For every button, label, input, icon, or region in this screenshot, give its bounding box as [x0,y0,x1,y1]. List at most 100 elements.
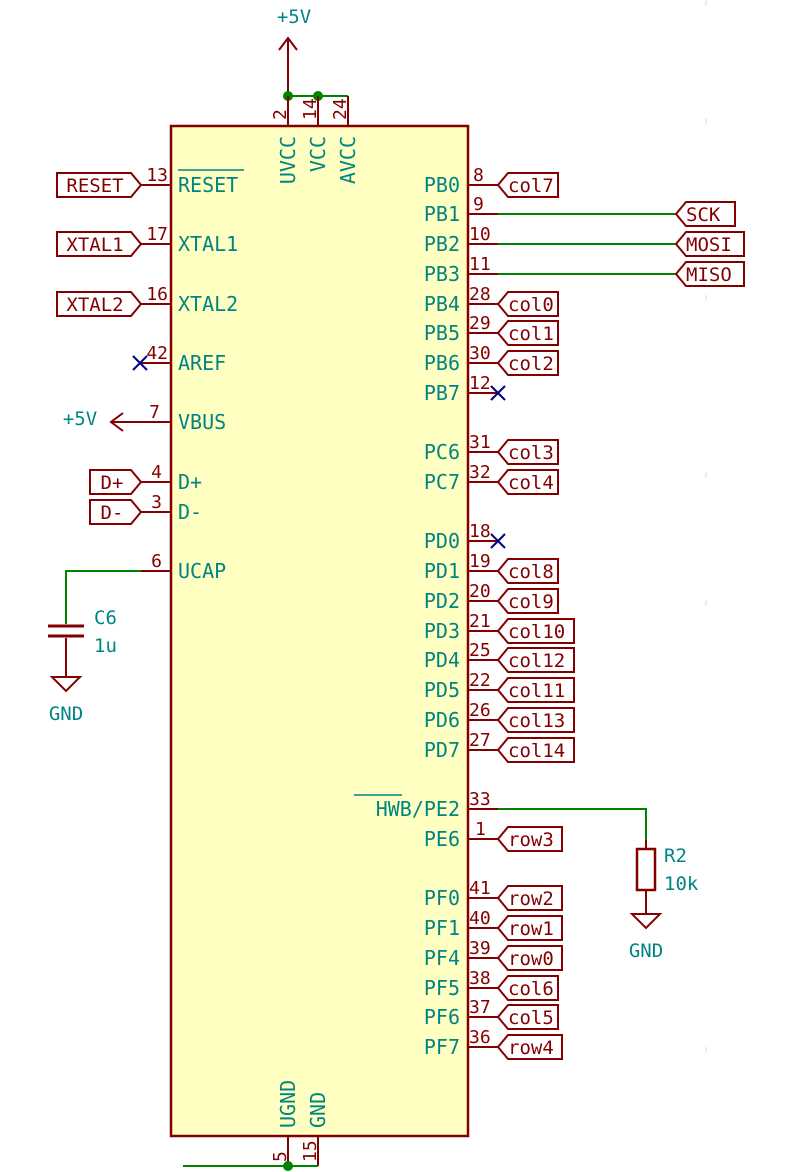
svg-text:col2: col2 [508,353,554,375]
vbus-power-label: +5V [63,408,97,430]
label-row1 [496,915,563,941]
left-pins: 13 RESET 17 XTAL1 16 XTAL2 42 AREF 7 VBU… [63,165,244,583]
svg-text:D-: D- [101,502,124,524]
pin-number: 3 [151,492,162,513]
pin-number: 14 [300,98,321,120]
label-col0 [496,291,559,317]
label-d-minus [89,499,143,525]
svg-text:col11: col11 [508,680,565,702]
svg-text:row1: row1 [508,918,554,940]
pin-number: 8 [473,165,484,186]
pin-number: 37 [469,997,491,1018]
svg-text:col8: col8 [508,561,554,583]
gnd-symbol [629,913,663,930]
pin-name: AVCC [336,136,360,184]
pin-number: 17 [146,224,168,245]
pin-number: 36 [469,1027,491,1048]
no-connect-marker [490,533,506,549]
pin-name: PF0 [424,886,460,910]
pin-name: PB4 [424,292,460,316]
label-xtal2 [56,291,143,317]
spi-labels: SCK MOSI MISO [498,201,745,287]
svg-text:MOSI: MOSI [686,234,732,256]
svg-text:col3: col3 [508,442,554,464]
pin-number: 29 [469,313,491,334]
pin-name: PF1 [424,916,460,940]
c6-ref: C6 [94,607,117,629]
label-col11 [496,677,575,703]
pin-number: 25 [469,640,491,661]
svg-text:col14: col14 [508,740,565,762]
pin-number: 13 [146,165,168,186]
svg-text:MISO: MISO [686,264,732,286]
label-reset [56,172,143,198]
pin-number: 15 [300,1140,321,1162]
r2-gnd-label: GND [629,940,663,962]
svg-text:row2: row2 [508,888,554,910]
pin-name: PD2 [424,589,460,613]
pin-number: 5 [270,1151,291,1162]
capacitor-c6: C6 1u GND [48,570,141,725]
pin-name: PB6 [424,351,460,375]
label-col3 [496,439,559,465]
pin-number: 41 [469,878,491,899]
pin-number: 10 [469,224,491,245]
svg-text:row3: row3 [508,829,554,851]
label-col1 [496,320,559,346]
pin-number: 1 [475,819,486,840]
pin-number: 21 [469,611,491,632]
label-col14 [496,737,575,763]
svg-text:SCK: SCK [686,204,721,226]
label-d-plus [89,469,143,495]
svg-text:col4: col4 [508,472,554,494]
pin-number: 16 [146,284,168,305]
svg-text:D+: D+ [101,472,124,494]
pin-number: 22 [469,670,491,691]
label-col10 [496,618,575,644]
svg-text:col12: col12 [508,650,565,672]
pin-name: UCAP [178,559,226,583]
pin-number: 30 [469,343,491,364]
pin-name: D+ [178,470,202,494]
label-row4 [496,1034,563,1060]
svg-text:col0: col0 [508,294,554,316]
pin-name: AREF [178,351,226,375]
pin-number: 2 [270,109,291,120]
pin-name: PB5 [424,321,460,345]
pin-name: VBUS [178,410,226,434]
pin-name: PD3 [424,619,460,643]
pin-name: PB1 [424,202,460,226]
pin-name: PB3 [424,262,460,286]
pin-name: XTAL1 [178,232,238,256]
pin-number: 38 [469,968,491,989]
pin-number: 40 [469,908,491,929]
pin-name: UVCC [276,136,300,184]
pin-name: PE6 [424,827,460,851]
junction-dot [283,1161,293,1171]
vbus-power-arrow [109,412,124,432]
svg-text:col9: col9 [508,591,554,613]
r2-ref: R2 [664,845,687,867]
label-col7 [496,172,559,198]
label-sck [674,201,736,227]
top-power-net: +5V [277,6,348,101]
svg-text:col13: col13 [508,710,565,732]
label-col8 [496,558,559,584]
label-mosi [674,231,745,257]
label-col6 [496,975,559,1001]
top-power-label: +5V [277,6,311,28]
svg-text:row0: row0 [508,948,554,970]
pin-number: 26 [469,700,491,721]
pin-name: VCC [306,136,330,172]
no-connect-marker [132,355,148,371]
pin-name: PF5 [424,976,460,1000]
svg-text:XTAL1: XTAL1 [66,234,123,256]
pin-number: 12 [469,373,491,394]
mcu-body [169,124,470,1138]
pin-number: 6 [151,551,162,572]
pin-name: D- [178,500,202,524]
pin-number: 27 [469,730,491,751]
pin-name: PC7 [424,470,460,494]
label-col2 [496,350,559,376]
